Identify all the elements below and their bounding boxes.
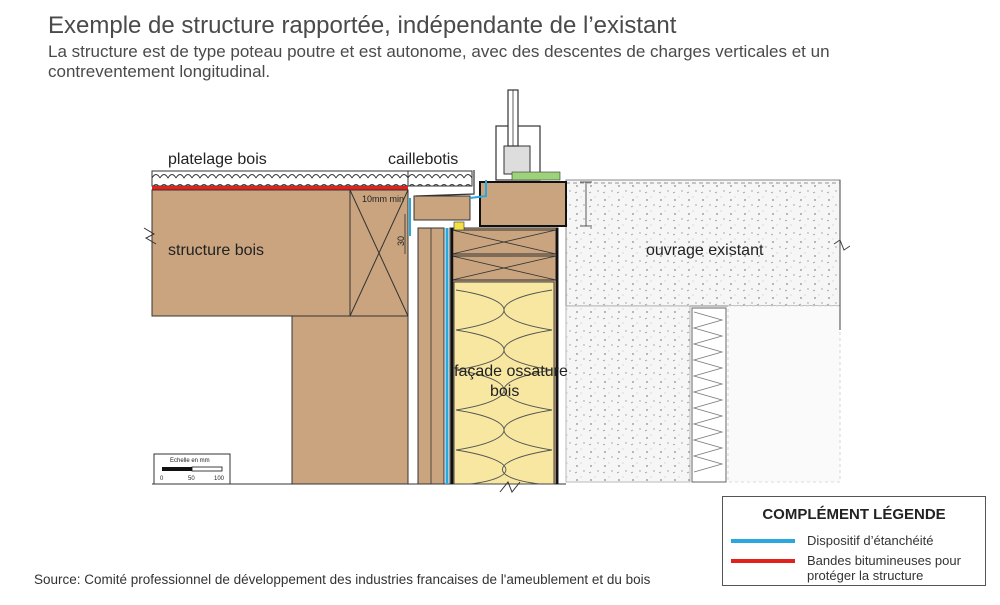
decking: [151, 170, 473, 190]
post: [291, 315, 409, 485]
legend-label-waterproofing: Dispositif d’étanchéité: [807, 533, 934, 548]
existing-wall: [565, 305, 691, 483]
flashing-blue: [469, 180, 487, 199]
flashing: [415, 170, 475, 197]
threshold-beam: [413, 195, 471, 221]
source-note: Source: Comité professionnel de développ…: [34, 572, 651, 587]
insulation: [453, 281, 555, 485]
timber-structure: [143, 189, 566, 485]
legend: COMPLÉMENT LÉGENDE Dispositif d’étanchéi…: [722, 496, 986, 586]
label-facade-1: façade ossature: [454, 363, 568, 380]
platelage-boards: [151, 170, 409, 187]
caillebotis-grating: [407, 170, 473, 187]
top-plate-1-cross: [451, 229, 557, 255]
window-profile: [503, 145, 531, 175]
seal-yellow: [453, 221, 465, 231]
scale-white-segment: [191, 466, 223, 472]
page-subtitle: La structure est de type poteau poutre e…: [48, 42, 830, 81]
label-facade-2: bois: [490, 383, 519, 400]
legend-item-waterproofing: Dispositif d’étanchéité: [731, 533, 933, 548]
top-plate-2-cross: [451, 255, 557, 281]
label-platelage: platelage bois: [168, 151, 267, 168]
legend-label-bitumen: Bandes bitumineuses pour protéger la str…: [807, 553, 961, 583]
legend-item-bitumen: Bandes bitumineuses pour protéger la str…: [731, 553, 981, 583]
seal-green: [511, 171, 561, 181]
scale-bar: Echelle en mm 0 50 100: [153, 453, 231, 485]
legend-title: COMPLÉMENT LÉGENDE: [762, 506, 946, 523]
existing-insulation-zigzag: [692, 311, 724, 473]
scale-title: Echelle en mm: [170, 458, 210, 464]
facade-break-symbol: [499, 481, 521, 493]
label-caillebotis: caillebotis: [388, 151, 458, 168]
legend-swatch-blue: [731, 539, 795, 543]
page-title: Exemple de structure rapportée, indépend…: [48, 12, 677, 39]
existing-structure: [565, 179, 851, 483]
existing-wall-right: [727, 305, 841, 483]
legend-swatch-red: [731, 559, 795, 563]
cladding: [409, 198, 449, 485]
scale-black-segment: [162, 467, 192, 471]
scale-tick-100: 100: [214, 476, 225, 482]
label-30: 30: [396, 236, 406, 246]
timber-frame-facade: [449, 227, 559, 493]
label-10mm: 10mm min: [362, 194, 404, 204]
cross-beam-x2: [349, 189, 409, 317]
label-existant: ouvrage existant: [646, 242, 764, 259]
scale-tick-0: 0: [160, 476, 164, 482]
break-symbol: [833, 239, 851, 251]
label-structure: structure bois: [168, 242, 264, 259]
existing-insulation: [691, 307, 727, 483]
insulation-waves: [455, 289, 553, 485]
beam-break-symbol: [143, 227, 157, 245]
threshold-sill: [479, 181, 567, 227]
scale-tick-50: 50: [188, 476, 195, 482]
window-threshold: [404, 89, 592, 254]
existing-slab: [565, 179, 841, 307]
